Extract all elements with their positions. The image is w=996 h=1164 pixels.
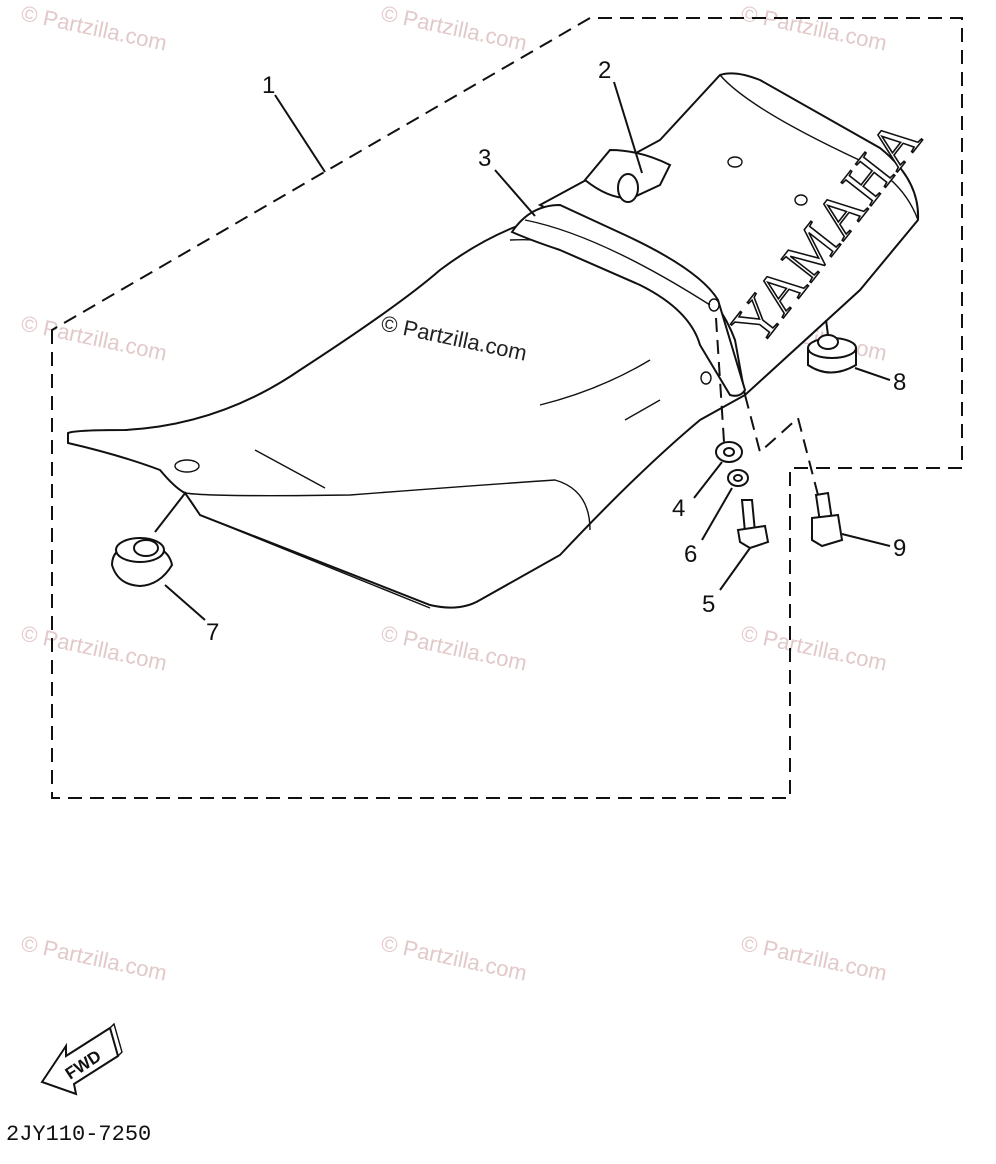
watermark-3: © Partzilla.com [739, 0, 889, 55]
assembly-boundary [51, 17, 963, 799]
watermark-4: © Partzilla.com [19, 310, 169, 365]
seat-hole-2 [794, 194, 808, 206]
lock-washer-part-6 [727, 469, 749, 487]
watermark-7: © Partzilla.com [379, 620, 529, 675]
callout-4: 4 [672, 495, 685, 522]
seat-hole-3 [708, 298, 720, 312]
callout-9: 9 [893, 535, 906, 562]
callout-1: 1 [262, 72, 275, 99]
seat-rear-edge [719, 74, 919, 221]
seat-hole-5 [174, 459, 200, 473]
callout-2: 2 [598, 57, 611, 84]
callout-7: 7 [206, 619, 219, 646]
seat-hole-1 [727, 156, 743, 168]
seat-side-skirt [184, 479, 591, 531]
seat-contour-3 [254, 449, 326, 489]
bolt-part-5 [736, 499, 770, 550]
seat-contour-2 [539, 359, 651, 406]
seat-strap-line [524, 219, 711, 306]
damper-part-7 [110, 491, 187, 588]
fwd-arrow-icon: FWD [40, 1022, 123, 1096]
watermark-1: © Partzilla.com [19, 0, 169, 55]
bolt-alignment-guide [744, 394, 819, 496]
seat-strap [510, 203, 747, 397]
leader-4 [693, 461, 723, 499]
washer-part-4 [715, 441, 743, 463]
leader-9 [841, 533, 891, 547]
watermark-10: © Partzilla.com [379, 930, 529, 985]
leader-8 [854, 367, 891, 381]
hinge-pin [617, 173, 639, 203]
callout-5: 5 [702, 591, 715, 618]
callout-6: 6 [684, 541, 697, 568]
leader-1 [274, 94, 326, 173]
watermark-8: © Partzilla.com [739, 620, 889, 675]
callout-8: 8 [893, 369, 906, 396]
callout-3: 3 [478, 145, 491, 172]
leader-6 [701, 487, 733, 541]
watermark-9: © Partzilla.com [19, 930, 169, 985]
leader-7 [164, 584, 206, 621]
damper-part-8 [807, 319, 857, 374]
seat-bottom-flank [199, 514, 431, 609]
leader-2 [613, 81, 643, 174]
watermark-6: © Partzilla.com [19, 620, 169, 675]
diagram-code: 2JY110-7250 [6, 1122, 151, 1147]
leader-3 [494, 169, 536, 217]
leader-5 [719, 547, 751, 591]
seat-hole-4 [700, 371, 712, 385]
watermark-11: © Partzilla.com [739, 930, 889, 985]
bolt-part-9 [811, 491, 844, 548]
seat-contour-4 [624, 399, 661, 421]
watermark-2: © Partzilla.com [379, 0, 529, 55]
